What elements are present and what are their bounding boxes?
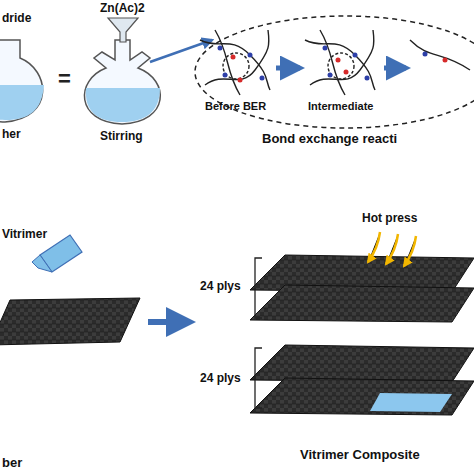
flow-arrow — [150, 40, 212, 62]
laminate-stack — [250, 255, 474, 415]
label: Before BER — [205, 100, 266, 112]
flow-arrow — [148, 319, 190, 325]
label: Zn(Ac)2 — [100, 2, 145, 15]
label: 24 plys — [200, 280, 241, 293]
label: Bond exchange reacti — [262, 132, 397, 146]
dashed-ellipse — [195, 16, 474, 128]
round-flask — [0, 40, 44, 122]
equals-sign: = — [58, 66, 71, 91]
heat-arrows — [368, 232, 416, 266]
label: Stirring — [100, 130, 143, 143]
carbon-fiber-sheet — [0, 298, 140, 345]
polymer-network — [200, 30, 470, 95]
bracket — [255, 258, 262, 408]
three-neck-flask — [84, 18, 160, 124]
label: dride — [2, 12, 31, 25]
label: Vitrimer Composite — [300, 448, 420, 462]
flow-arrow — [276, 66, 300, 71]
label: ber — [2, 456, 22, 470]
label: her — [2, 128, 21, 141]
label: Hot press — [362, 212, 417, 225]
label: Vitrimer — [2, 228, 47, 241]
label: 24 plys — [200, 372, 241, 385]
flow-arrow — [384, 66, 406, 71]
label: Intermediate — [308, 100, 373, 112]
network-dots — [218, 46, 448, 83]
